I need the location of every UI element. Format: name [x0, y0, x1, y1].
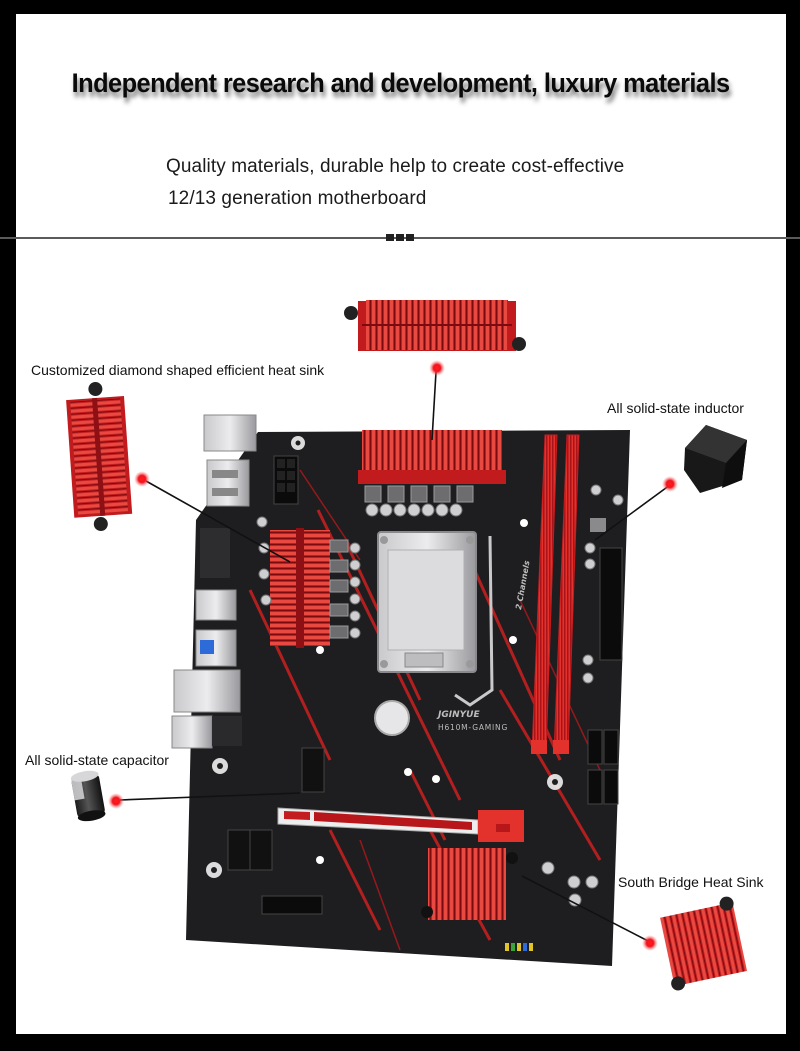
rear-io-ports [171, 414, 257, 749]
page-title: Independent research and development, lu… [71, 68, 730, 98]
chipset-heatsink [421, 848, 518, 920]
subtitle-line-1: Quality materials, durable help to creat… [166, 156, 625, 177]
callout-dots [108, 360, 678, 951]
divider-ornament [386, 234, 416, 242]
sata-ports [587, 729, 619, 805]
callout-label-vrm-heatsink: Customized diamond shaped efficient heat… [31, 362, 325, 378]
cpu-socket [377, 531, 494, 707]
callout-dot-capacitor [108, 793, 124, 809]
exploded-top-heatsink [344, 300, 526, 351]
atx-24pin-connector [599, 547, 623, 661]
brand-logo: JGINYUE [436, 710, 480, 720]
exploded-left-heatsink [66, 382, 133, 531]
callout-label-inductor: All solid-state inductor [607, 400, 744, 416]
ram-slots [531, 434, 580, 754]
callout-dot-left-heatsink [134, 471, 150, 487]
pcie-x1-slot [261, 895, 323, 915]
front-audio-header [505, 943, 533, 951]
exploded-south-bridge-heatsink [660, 896, 748, 991]
callout-dot-south-bridge [642, 935, 658, 951]
pcie-x16-slot [277, 807, 524, 842]
capacitor-component [70, 770, 106, 822]
left-vrm-heatsink [270, 528, 330, 648]
cmos-battery [374, 700, 410, 736]
motherboard: JGINYUE H610M-GAMING 2 Channels [171, 414, 630, 966]
m2-slot [301, 747, 325, 793]
callout-dot-inductor [662, 476, 678, 492]
callout-label-south-bridge: South Bridge Heat Sink [618, 874, 764, 890]
vrm-chokes-left [329, 539, 349, 639]
cpu-power-connector [273, 455, 299, 505]
mounting-holes [316, 519, 528, 864]
vrm-chokes-top [364, 485, 474, 503]
model-name: H610M-GAMING [438, 723, 508, 732]
inductor-component [684, 425, 747, 493]
callout-label-capacitor: All solid-state capacitor [25, 752, 169, 768]
callout-dot-top [429, 360, 445, 376]
vrm-capacitors-top [365, 503, 463, 517]
callout-lines [119, 371, 671, 944]
subtitle-line-2: 12/13 generation motherboard [168, 188, 427, 209]
board-inductor [590, 518, 606, 532]
